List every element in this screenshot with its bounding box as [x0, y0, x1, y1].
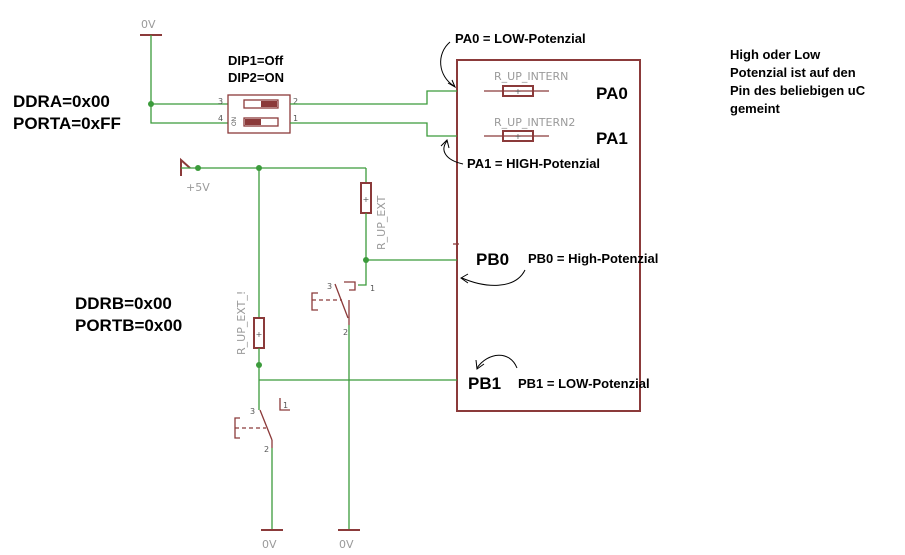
pa1-arrowhead: [440, 139, 450, 149]
dip-pin-4: 4: [218, 114, 223, 123]
svg-text:+: +: [256, 330, 263, 339]
pa1-annotation: PA1 = HIGH-Potenzial: [467, 156, 600, 171]
ddra-label: DDRA=0x00: [13, 92, 110, 111]
dip-pin-2: 2: [293, 97, 298, 106]
internal-resistor-a0: [502, 85, 534, 97]
supply-arrow-icon: [180, 157, 191, 176]
pa0-annotation-arrow: [440, 41, 455, 87]
note-line-1: High oder Low: [730, 47, 821, 62]
microcontroller-body: [456, 59, 641, 412]
note-line-4: gemeint: [730, 101, 781, 116]
note-line-2: Potenzial ist auf den: [730, 65, 856, 80]
bottom-left-ground-label: 0V: [262, 538, 277, 551]
port-label-pb0: PB0: [476, 250, 509, 269]
dip-pin-3: 3: [218, 97, 223, 106]
dip-on-mark: ON: [232, 117, 238, 126]
pb1-annotation: PB1 = LOW-Potenzial: [518, 376, 650, 391]
port-label-pb1: PB1: [468, 374, 501, 393]
junction-ground: [148, 101, 154, 107]
junction-pb1: [256, 362, 262, 368]
internal-resistor-a0-plus: +: [515, 87, 522, 96]
pa0-annotation: PA0 = LOW-Potenzial: [455, 31, 586, 46]
pb1-annotation-arrow: [476, 354, 518, 369]
switch1-pin-2: 2: [343, 328, 348, 337]
top-ground-label: 0V: [141, 18, 156, 31]
internal-resistor-a1-label: R_UP_INTERN2: [494, 116, 575, 129]
switch2-pin-2: 2: [264, 445, 269, 454]
internal-resistor-a1: [502, 130, 534, 142]
svg-text:+: +: [363, 195, 370, 204]
dip1-state-label: DIP1=Off: [228, 53, 284, 68]
external-resistor-b0-label: R_UP_EXT: [375, 195, 388, 250]
dip-switch[interactable]: [227, 94, 291, 134]
wire-dip-to-pa1: [290, 122, 457, 137]
pb0-annotation-arrow: [461, 269, 526, 286]
porta-label: PORTA=0xFF: [13, 114, 121, 133]
dip-pin-1: 1: [293, 114, 298, 123]
note-line-3: Pin des beliebigen uC: [730, 83, 866, 98]
explanation-note: High oder Low Potenzial ist auf den Pin …: [730, 47, 866, 116]
supply-label: +5V: [186, 181, 210, 194]
switch2-pin-1: 1: [283, 401, 288, 410]
external-resistor-b1-label: R_UP_EXT_!: [235, 291, 248, 355]
switch1-pin-3: 3: [327, 282, 332, 291]
wire-dip-to-pa0: [290, 90, 457, 105]
bottom-right-ground-label: 0V: [339, 538, 354, 551]
pushbutton-switch-pb0[interactable]: [311, 281, 356, 325]
junction-supply: [195, 165, 201, 171]
internal-resistor-a0-label: R_UP_INTERN: [494, 70, 568, 83]
pb0-arrowhead: [460, 273, 469, 284]
port-label-pa1: PA1: [596, 129, 628, 148]
dip2-state-label: DIP2=ON: [228, 70, 284, 85]
pa1-annotation-arrow: [443, 140, 464, 165]
pb1-arrowhead: [475, 359, 485, 370]
portb-label: PORTB=0x00: [75, 316, 182, 335]
ddrb-label: DDRB=0x00: [75, 294, 172, 313]
ground-wire-to-dip: [150, 35, 228, 124]
pa0-arrowhead: [447, 79, 457, 89]
port-label-pa0: PA0: [596, 84, 628, 103]
pb0-annotation: PB0 = High-Potenzial: [528, 251, 658, 266]
pushbutton-switch-pb1[interactable]: [234, 398, 290, 448]
internal-resistor-a1-plus: +: [515, 132, 522, 141]
switch2-pin-3: 3: [250, 407, 255, 416]
switch1-pin-1: 1: [370, 284, 375, 293]
